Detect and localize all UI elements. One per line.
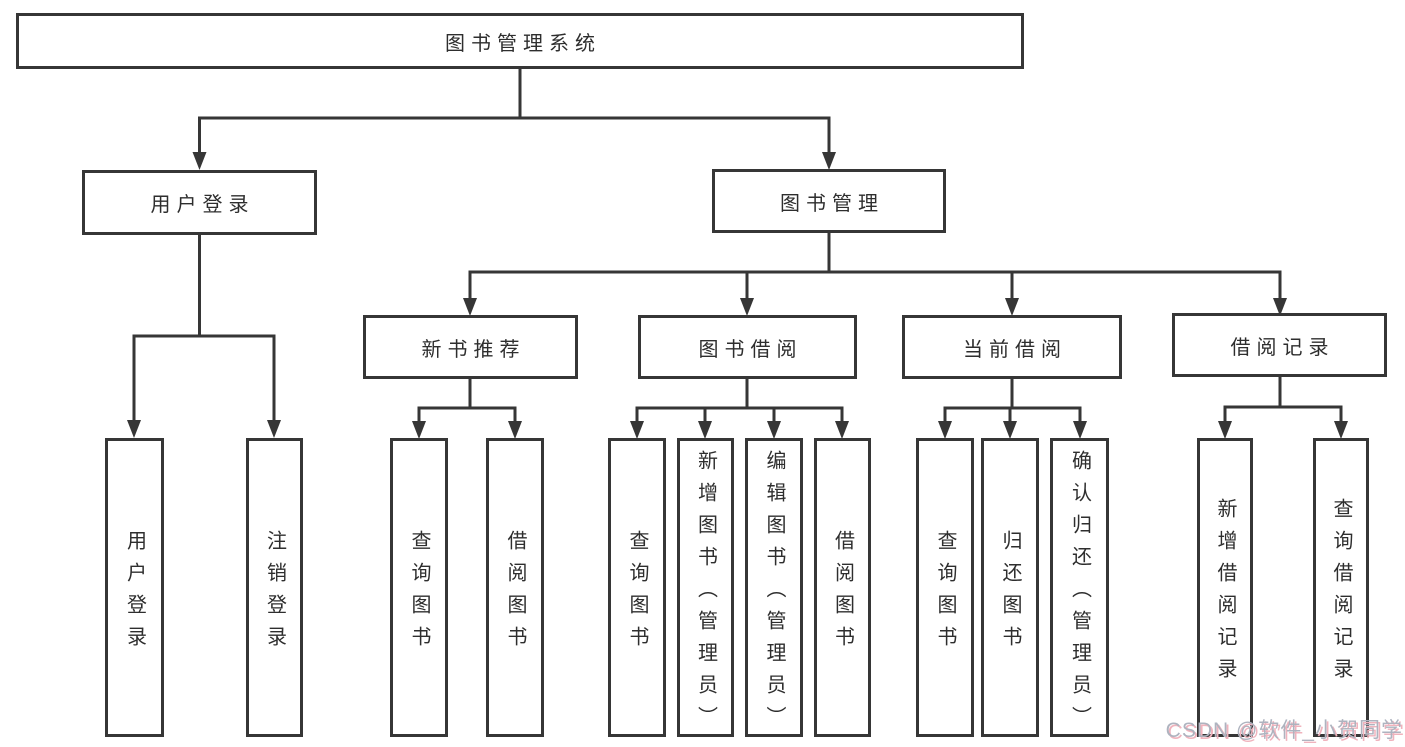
node-leaf-logout: 注销登录 [246, 438, 303, 737]
node-leaf-query-books-current: 查询图书 [916, 438, 974, 737]
node-library-management-system: 图书管理系统 [16, 13, 1024, 69]
node-label: 用户登录 [150, 194, 255, 216]
node-book-management-branch: 图书管理 [712, 169, 946, 233]
node-leaf-user-login: 用户登录 [105, 438, 164, 737]
node-label: 借阅图书 [831, 529, 854, 658]
node-label: 新书推荐 [421, 338, 526, 361]
node-label: 查询图书 [408, 529, 430, 658]
node-book-borrow: 图书借阅 [638, 315, 857, 379]
node-label: 当前借阅 [963, 338, 1067, 361]
node-user-login-branch: 用户登录 [82, 170, 317, 235]
node-label: 图书管理 [780, 192, 884, 215]
node-leaf-query-books-borrow: 查询图书 [608, 438, 666, 737]
node-label: 注销登录 [263, 529, 286, 658]
node-label: 用户登录 [123, 529, 146, 658]
node-label: 确认归还（管理员） [1068, 449, 1091, 738]
node-label: 编辑图书（管理员） [763, 449, 785, 738]
node-label: 新增图书（管理员） [694, 449, 717, 738]
node-leaf-add-borrow-record: 新增借阅记录 [1197, 438, 1253, 737]
node-label: 查询图书 [626, 529, 648, 658]
node-leaf-add-book-admin: 新增图书（管理员） [677, 438, 734, 738]
node-label: 借阅记录 [1230, 336, 1335, 359]
node-borrow-records: 借阅记录 [1172, 313, 1387, 377]
node-current-borrow: 当前借阅 [902, 315, 1122, 379]
node-label: 查询借阅记录 [1330, 497, 1352, 690]
node-label: 图书借阅 [698, 338, 803, 361]
node-leaf-query-borrow-record: 查询借阅记录 [1313, 438, 1369, 737]
node-label: 图书管理系统 [445, 32, 601, 55]
node-label: 新增借阅记录 [1214, 497, 1236, 690]
node-label: 查询图书 [934, 529, 956, 658]
csdn-watermark: CSDN @软件_小贺同学 [1165, 719, 1403, 742]
node-label: 借阅图书 [504, 529, 526, 658]
node-leaf-borrow-books: 借阅图书 [814, 438, 871, 737]
node-label: 归还图书 [999, 529, 1021, 658]
node-leaf-borrow-books-recommend: 借阅图书 [486, 438, 544, 737]
node-leaf-confirm-return-admin: 确认归还（管理员） [1050, 438, 1109, 738]
node-leaf-query-books-recommend: 查询图书 [390, 438, 448, 737]
node-leaf-edit-book-admin: 编辑图书（管理员） [745, 438, 803, 738]
node-leaf-return-book: 归还图书 [981, 438, 1039, 737]
node-new-book-recommend: 新书推荐 [363, 315, 578, 379]
